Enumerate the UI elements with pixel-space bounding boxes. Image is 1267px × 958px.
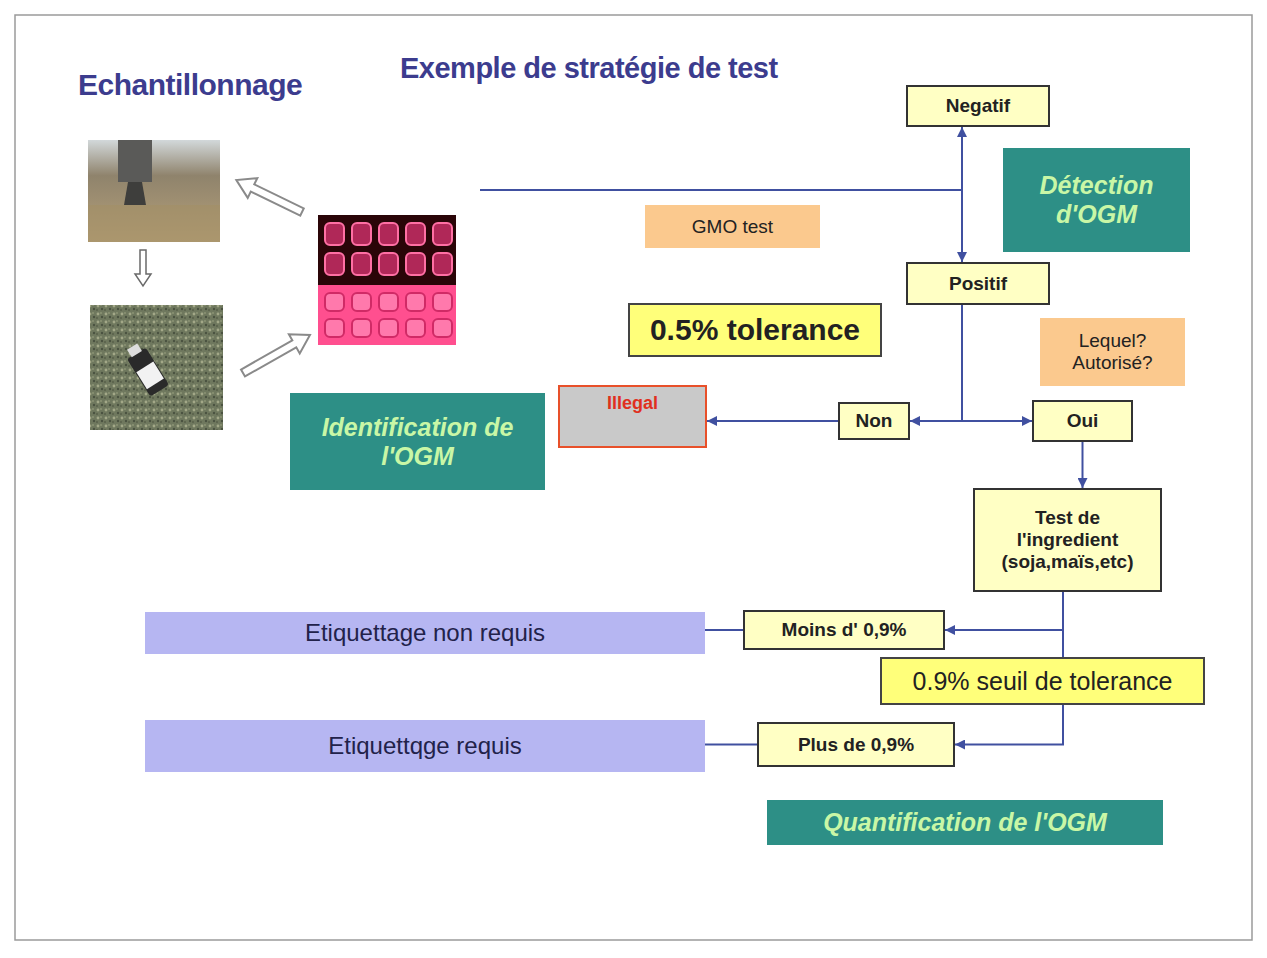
gel-band <box>318 285 456 345</box>
box-text: Quantification de l'OGM <box>823 808 1107 837</box>
gel-image <box>318 215 456 345</box>
connector-arrow <box>707 420 838 422</box>
result-box: Plus de 0,9% <box>757 722 955 767</box>
step-box: GMO test <box>645 205 820 248</box>
photo-grain-pile <box>88 205 220 242</box>
box-text: Identification de l'OGM <box>298 413 537 471</box>
frame <box>15 15 1252 940</box>
process-box: Test de l'ingredient (soja,maïs,etc) <box>973 488 1162 592</box>
box-text: Test de l'ingredient (soja,maïs,etc) <box>983 507 1152 573</box>
stage-box: Quantification de l'OGM <box>767 800 1163 845</box>
hollow-arrow <box>232 170 307 222</box>
stage-box: Identification de l'OGM <box>290 393 545 490</box>
answer-box: Oui <box>1032 400 1133 442</box>
box-text: Moins d' 0,9% <box>782 619 907 641</box>
box-text: Etiquettqge requis <box>328 732 521 760</box>
connector-line <box>705 629 743 631</box>
bottle-label <box>136 362 164 390</box>
box-text: Negatif <box>946 95 1010 117</box>
box-text: Plus de 0,9% <box>798 734 914 756</box>
box-text: Détection d'OGM <box>1011 171 1182 229</box>
connector-arrow <box>961 127 963 262</box>
result-box: Negatif <box>906 85 1050 127</box>
box-text: Lequel? Autorisé? <box>1048 330 1177 374</box>
result-box: Moins d' 0,9% <box>743 610 945 650</box>
box-text: Illegal <box>607 393 658 414</box>
hollow-arrow <box>238 325 316 382</box>
box-text: Oui <box>1067 410 1099 432</box>
connector-arrow <box>962 305 1032 421</box>
connector-line <box>705 744 757 746</box>
photo-sample <box>90 305 223 430</box>
outcome-band: Etiquettage non requis <box>145 612 705 654</box>
section-heading: Echantillonnage <box>78 68 302 102</box>
threshold-box: 0.5% tolerance <box>628 303 882 357</box>
connector-arrow <box>945 592 1063 630</box>
result-box: Positif <box>906 262 1050 305</box>
outcome-band: Etiquettqge requis <box>145 720 705 772</box>
photo-grain <box>88 140 220 242</box>
question-box: Lequel? Autorisé? <box>1040 318 1185 386</box>
box-text: Positif <box>949 273 1007 295</box>
diagram-title: Exemple de stratégie de test <box>400 52 778 85</box>
sample-bottle <box>123 341 169 397</box>
connector-arrow <box>1082 442 1084 488</box>
box-text: GMO test <box>692 216 773 238</box>
bottle-cap <box>127 343 142 357</box>
threshold-box: 0.9% seuil de tolerance <box>880 657 1205 705</box>
stage-box: Détection d'OGM <box>1003 148 1190 252</box>
test-line <box>480 189 962 191</box>
box-text: Etiquettage non requis <box>305 619 545 647</box>
box-text: 0.9% seuil de tolerance <box>913 667 1173 696</box>
gel-wells-lower <box>318 290 456 342</box>
photo-spout <box>124 182 146 205</box>
verdict-box: Illegal <box>558 385 707 448</box>
box-text: Non <box>856 410 893 432</box>
gel-wells <box>318 218 456 278</box>
answer-box: Non <box>838 402 910 440</box>
photo-machine <box>118 140 152 182</box>
box-text: 0.5% tolerance <box>650 313 860 348</box>
connector-arrow <box>910 305 962 421</box>
hollow-arrow <box>135 250 151 286</box>
